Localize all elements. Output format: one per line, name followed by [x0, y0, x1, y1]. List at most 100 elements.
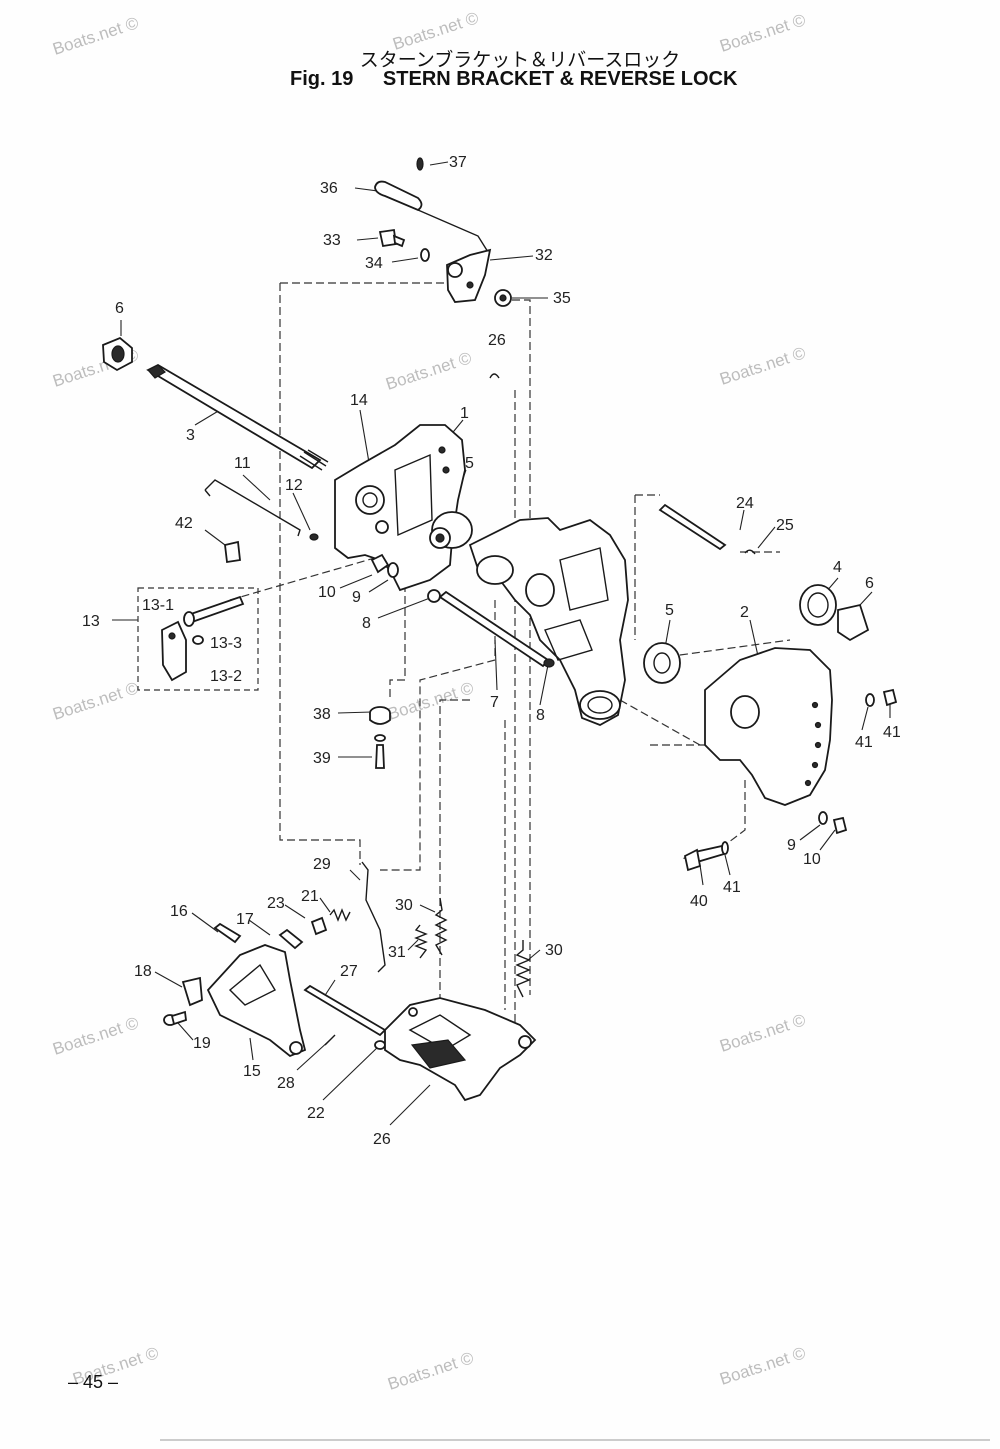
rod-27 [303, 984, 387, 1037]
bushing-4 [799, 584, 837, 626]
bracket-15 [206, 944, 307, 1058]
callout-41-right: 41 [855, 734, 873, 751]
plate-18 [181, 976, 203, 1007]
spring-30-right [515, 940, 531, 998]
stern-bracket-right-2 [704, 647, 833, 806]
callout-25: 24 [736, 495, 754, 512]
page-number: – 45 – [68, 1372, 119, 1392]
callout-1: 1 [460, 405, 469, 422]
callout-8: 8 [362, 615, 371, 632]
callout-9-right: 9 [787, 837, 796, 854]
watermark: Boats.net © [50, 678, 141, 724]
spring-21 [329, 908, 351, 922]
nut-35 [494, 289, 512, 307]
callout-29: 29 [313, 856, 331, 873]
lever-13-2 [161, 620, 187, 682]
bushing-5-right [643, 642, 681, 684]
callout-37: 37 [449, 154, 467, 171]
callout-5: 5 [465, 455, 474, 472]
callout-11: 11 [234, 455, 251, 472]
callout-27: 27 [340, 963, 358, 980]
group-13-box [137, 587, 259, 691]
callout-40: 40 [690, 893, 708, 910]
figure-title: Fig. 19 STERN BRACKET & REVERSE LOCK [290, 68, 737, 91]
callout-22: 23 [267, 895, 285, 912]
watermark: Boats.net © [50, 13, 141, 59]
watermark: Boats.net © [717, 1010, 808, 1056]
tilt-shaft-3 [146, 363, 329, 471]
bolt-40 [682, 844, 726, 872]
callout-10: 10 [318, 584, 336, 601]
washer-34 [420, 248, 430, 262]
watermark: Boats.net © [385, 678, 476, 724]
sleeve-17 [278, 928, 304, 950]
watermark: Boats.net © [390, 8, 481, 54]
bolt-39 [374, 734, 386, 769]
figure-number: Fig. 19 [290, 68, 354, 90]
watermark: Boats.net © [717, 1343, 808, 1389]
callout-13-3: 13-3 [210, 635, 242, 652]
callout-35: 35 [553, 290, 571, 307]
callout-9: 9 [352, 589, 361, 606]
pin-12 [309, 533, 319, 541]
washer-9-right [818, 811, 828, 825]
plate-43 [224, 540, 241, 564]
callout-6-right: 6 [865, 575, 874, 592]
callout-12: 12 [285, 477, 303, 494]
pin-25 [658, 503, 727, 551]
title-japanese: スターンブラケット＆リバースロック [359, 49, 681, 71]
watermark: Boats.net © [383, 348, 474, 394]
washer-23 [374, 1040, 386, 1050]
washer-9-left [387, 562, 399, 578]
callout-16: 16 [170, 903, 188, 920]
callout-32: 32 [535, 247, 553, 264]
nut-10-right [832, 816, 848, 835]
callout-13-2: 13-2 [210, 668, 242, 685]
callout-8-mid: 8 [536, 707, 545, 724]
pin-16 [213, 922, 242, 944]
watermark: Boats.net © [717, 343, 808, 389]
pin-37 [416, 157, 424, 171]
callout-31: 31 [388, 944, 406, 961]
watermark: Boats.net © [50, 1013, 141, 1059]
spring-30-left [434, 897, 448, 956]
callout-26: 26 [488, 332, 506, 349]
bar-11 [204, 479, 301, 537]
clip-26-top [489, 373, 500, 379]
callout-26-right: 25 [776, 517, 794, 534]
grip-36 [374, 180, 423, 212]
callout-23: 22 [307, 1105, 325, 1122]
callout-42: 41 [883, 724, 901, 741]
clip-26-right [744, 549, 756, 555]
bolt-13-1 [183, 595, 245, 627]
cap-22 [310, 916, 328, 936]
bushing-5-left [429, 511, 473, 549]
callout-labels: 37 36 33 34 32 35 26 6 3 14 1 5 11 12 42… [82, 154, 901, 1148]
callout-30-left: 30 [395, 897, 413, 914]
nut-10-left [370, 553, 390, 574]
nut-8-mid [543, 658, 555, 668]
bolt-19 [163, 1010, 187, 1026]
callout-4: 4 [833, 559, 842, 576]
callout-15: 15 [243, 1063, 261, 1080]
callout-7: 7 [490, 694, 499, 711]
callout-41-lower: 41 [723, 879, 741, 896]
callout-3: 3 [186, 427, 195, 444]
callout-13: 13 [82, 613, 100, 630]
callout-28: 28 [277, 1075, 295, 1092]
callout-36: 36 [320, 180, 338, 197]
watermarks: Boats.net © Boats.net © Boats.net © Boat… [50, 8, 808, 1394]
washer-41-right [865, 693, 875, 707]
callout-24: 26 [373, 1131, 391, 1148]
callout-21: 21 [301, 888, 319, 905]
nut-6-left [102, 336, 133, 372]
cap-38 [369, 706, 391, 725]
assembly-guide-lines [229, 282, 800, 1025]
washer-41-lower [721, 841, 729, 855]
swivel-bracket [468, 517, 629, 726]
callout-10-right: 10 [803, 851, 821, 868]
callout-30-right: 30 [545, 942, 563, 959]
spring-31 [414, 924, 428, 959]
washer-8-top [427, 589, 441, 603]
